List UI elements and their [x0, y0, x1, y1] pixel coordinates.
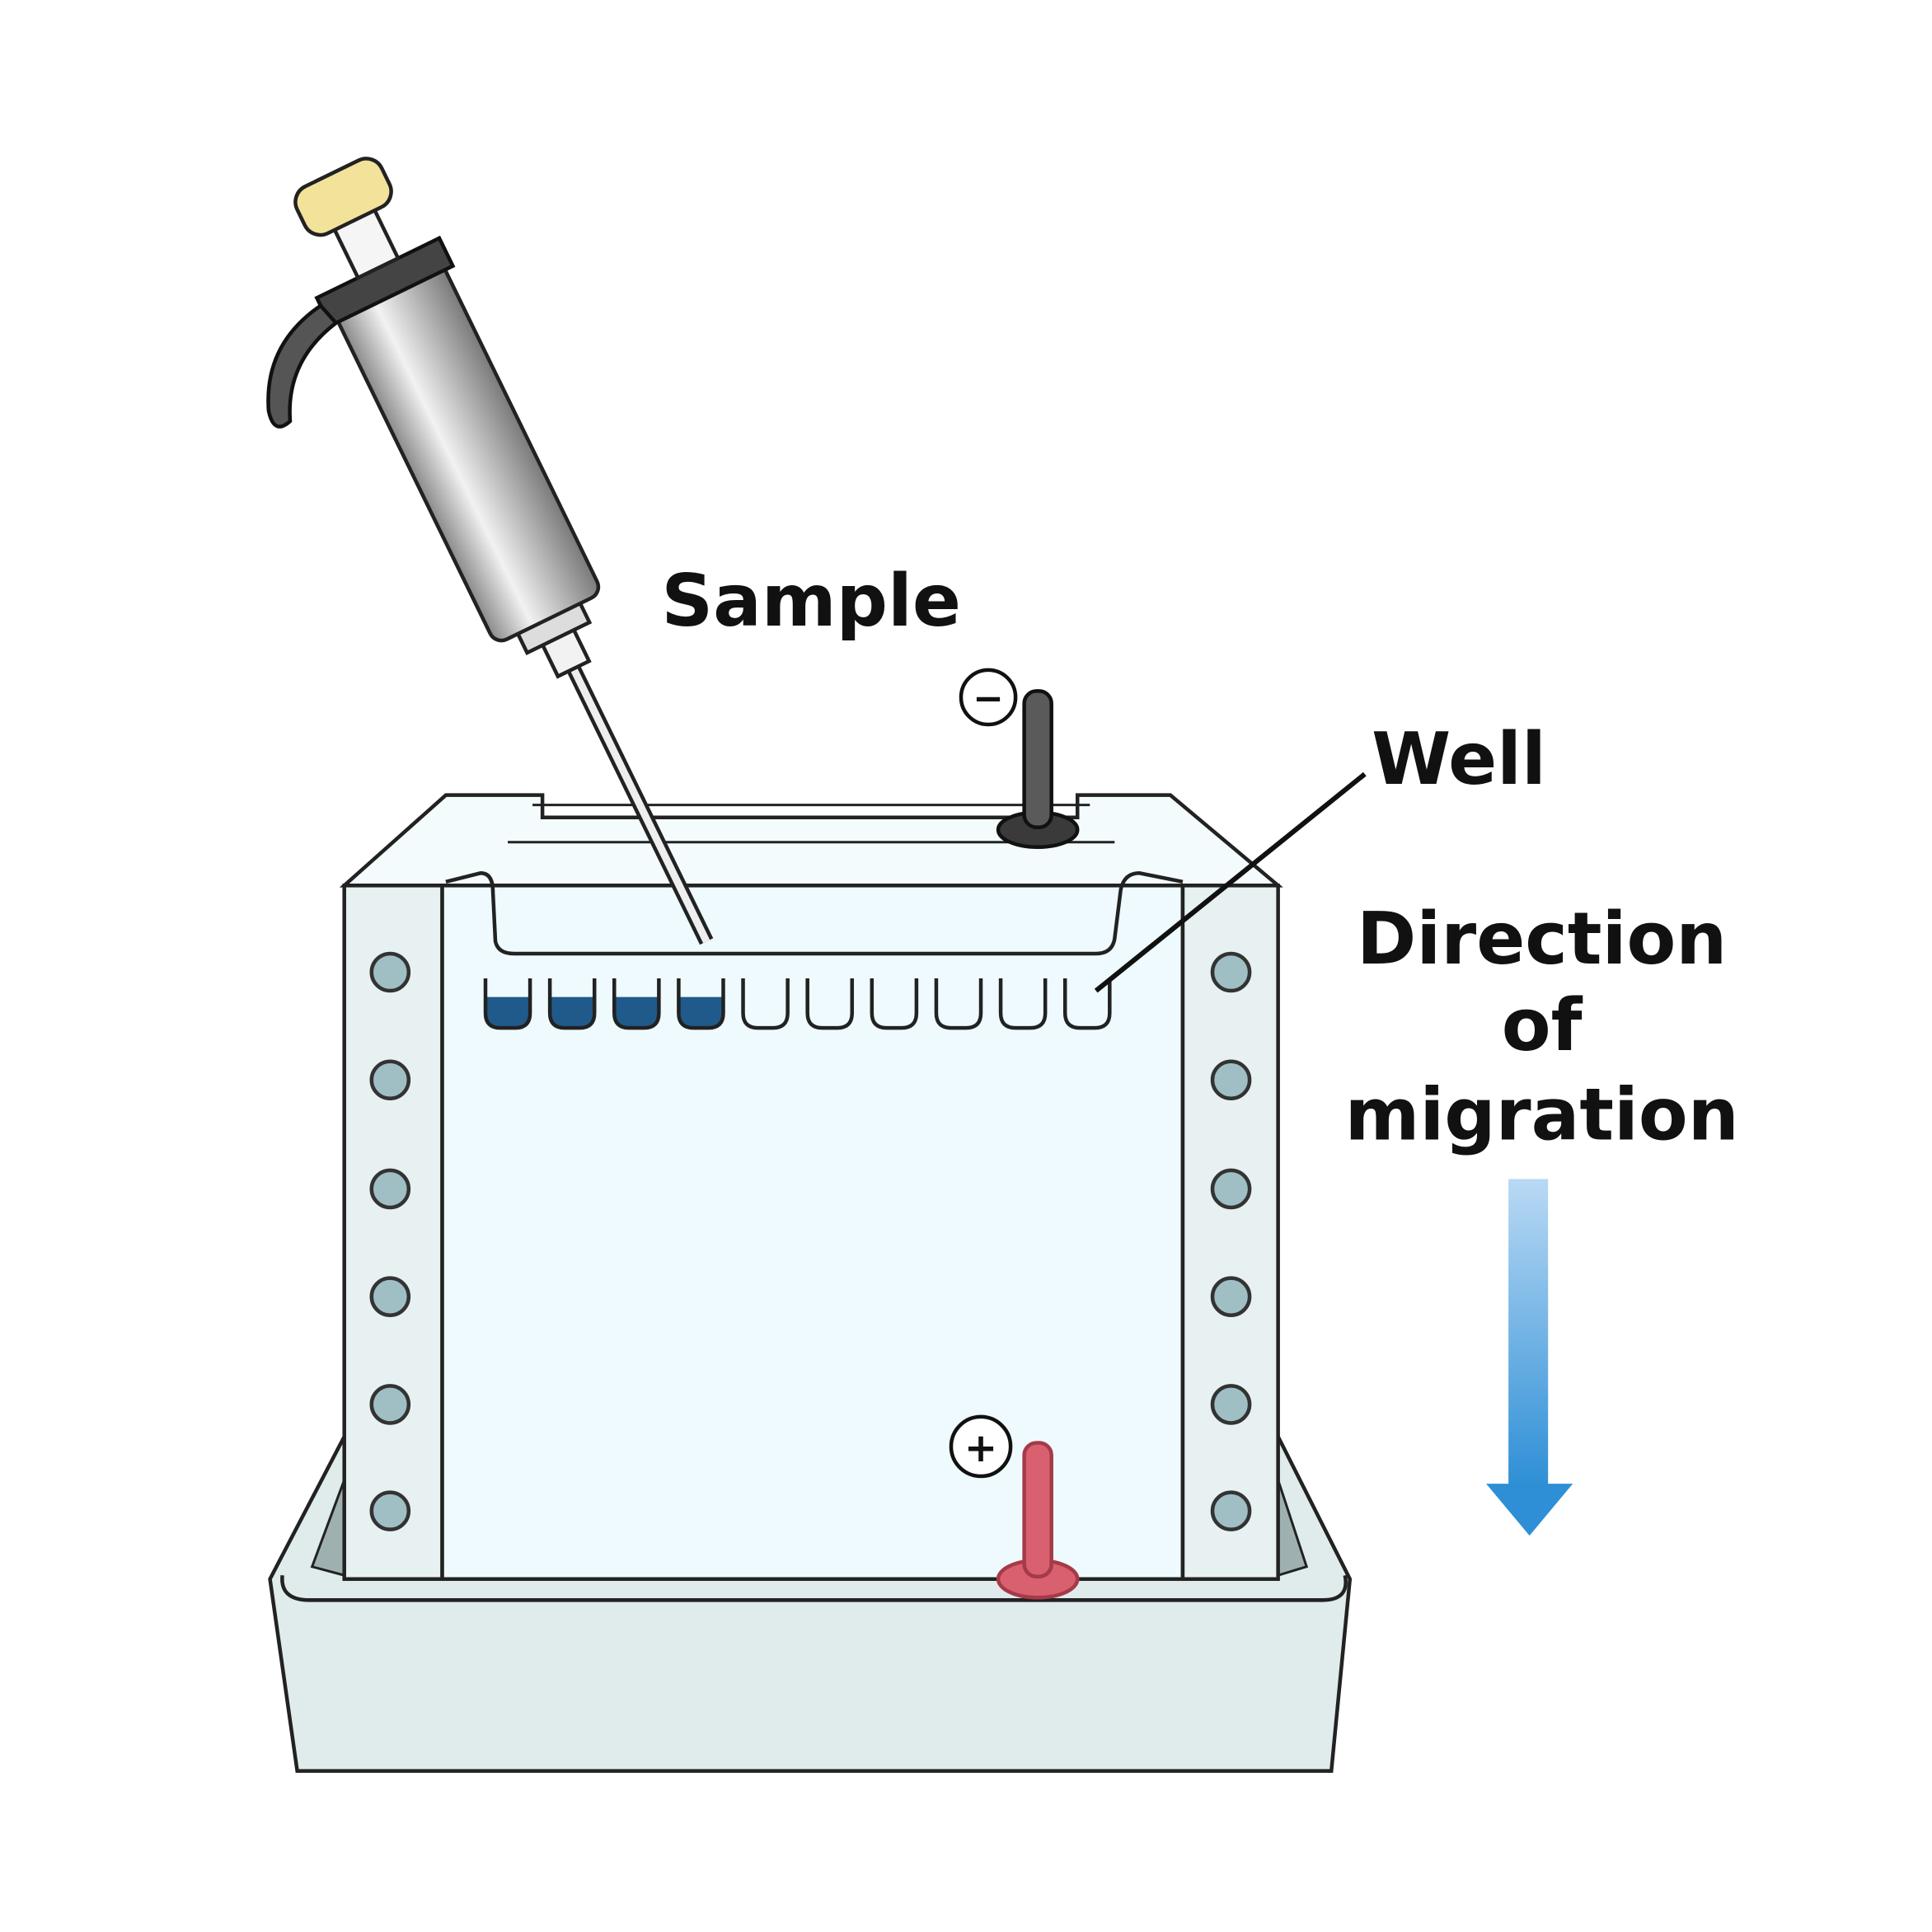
side-hole	[1210, 1490, 1252, 1531]
negative-electrode: −	[959, 668, 1080, 850]
direction-label-line3: migration	[1345, 1072, 1739, 1156]
plus-icon	[949, 1414, 1013, 1479]
side-hole	[369, 1276, 411, 1317]
positive-electrode: +	[949, 1414, 1080, 1600]
well-empty	[998, 978, 1048, 1030]
side-hole	[1210, 951, 1252, 993]
well-empty	[1062, 978, 1112, 1030]
left-side-panel	[342, 884, 444, 1582]
side-hole	[1210, 1168, 1252, 1210]
well-leader-line	[1094, 771, 1367, 993]
direction-label-line2: of	[1502, 983, 1583, 1067]
well-empty	[870, 978, 919, 1030]
well-filled	[483, 978, 532, 1030]
sample-label: Sample	[661, 559, 961, 643]
wells	[483, 978, 1112, 1030]
side-hole	[369, 1059, 411, 1101]
side-hole	[369, 951, 411, 993]
negative-label: −	[973, 676, 1004, 720]
pipette	[266, 157, 714, 945]
direction-label-line1: Direction	[1357, 897, 1727, 981]
side-hole	[1210, 1276, 1252, 1317]
side-holes	[369, 951, 1252, 1531]
well-empty	[741, 978, 790, 1030]
minus-icon	[959, 668, 1018, 727]
gel	[440, 884, 1185, 1582]
well-empty	[934, 978, 983, 1030]
side-hole	[369, 1490, 411, 1531]
side-hole	[369, 1168, 411, 1210]
pipette-plunger-cap	[293, 157, 393, 237]
migration-arrow-icon	[1486, 1179, 1573, 1536]
side-hole	[1210, 1059, 1252, 1101]
gel-box	[339, 793, 1283, 1582]
well-filled	[547, 978, 597, 1030]
side-hole	[1210, 1384, 1252, 1425]
comb-slot	[445, 871, 1184, 956]
well-label: Well	[1372, 717, 1546, 801]
right-side-panel	[1180, 884, 1280, 1582]
positive-label: +	[964, 1425, 997, 1471]
well-filled	[612, 978, 661, 1030]
side-hole	[369, 1384, 411, 1425]
well-empty	[805, 978, 855, 1030]
well-filled	[677, 978, 725, 1030]
